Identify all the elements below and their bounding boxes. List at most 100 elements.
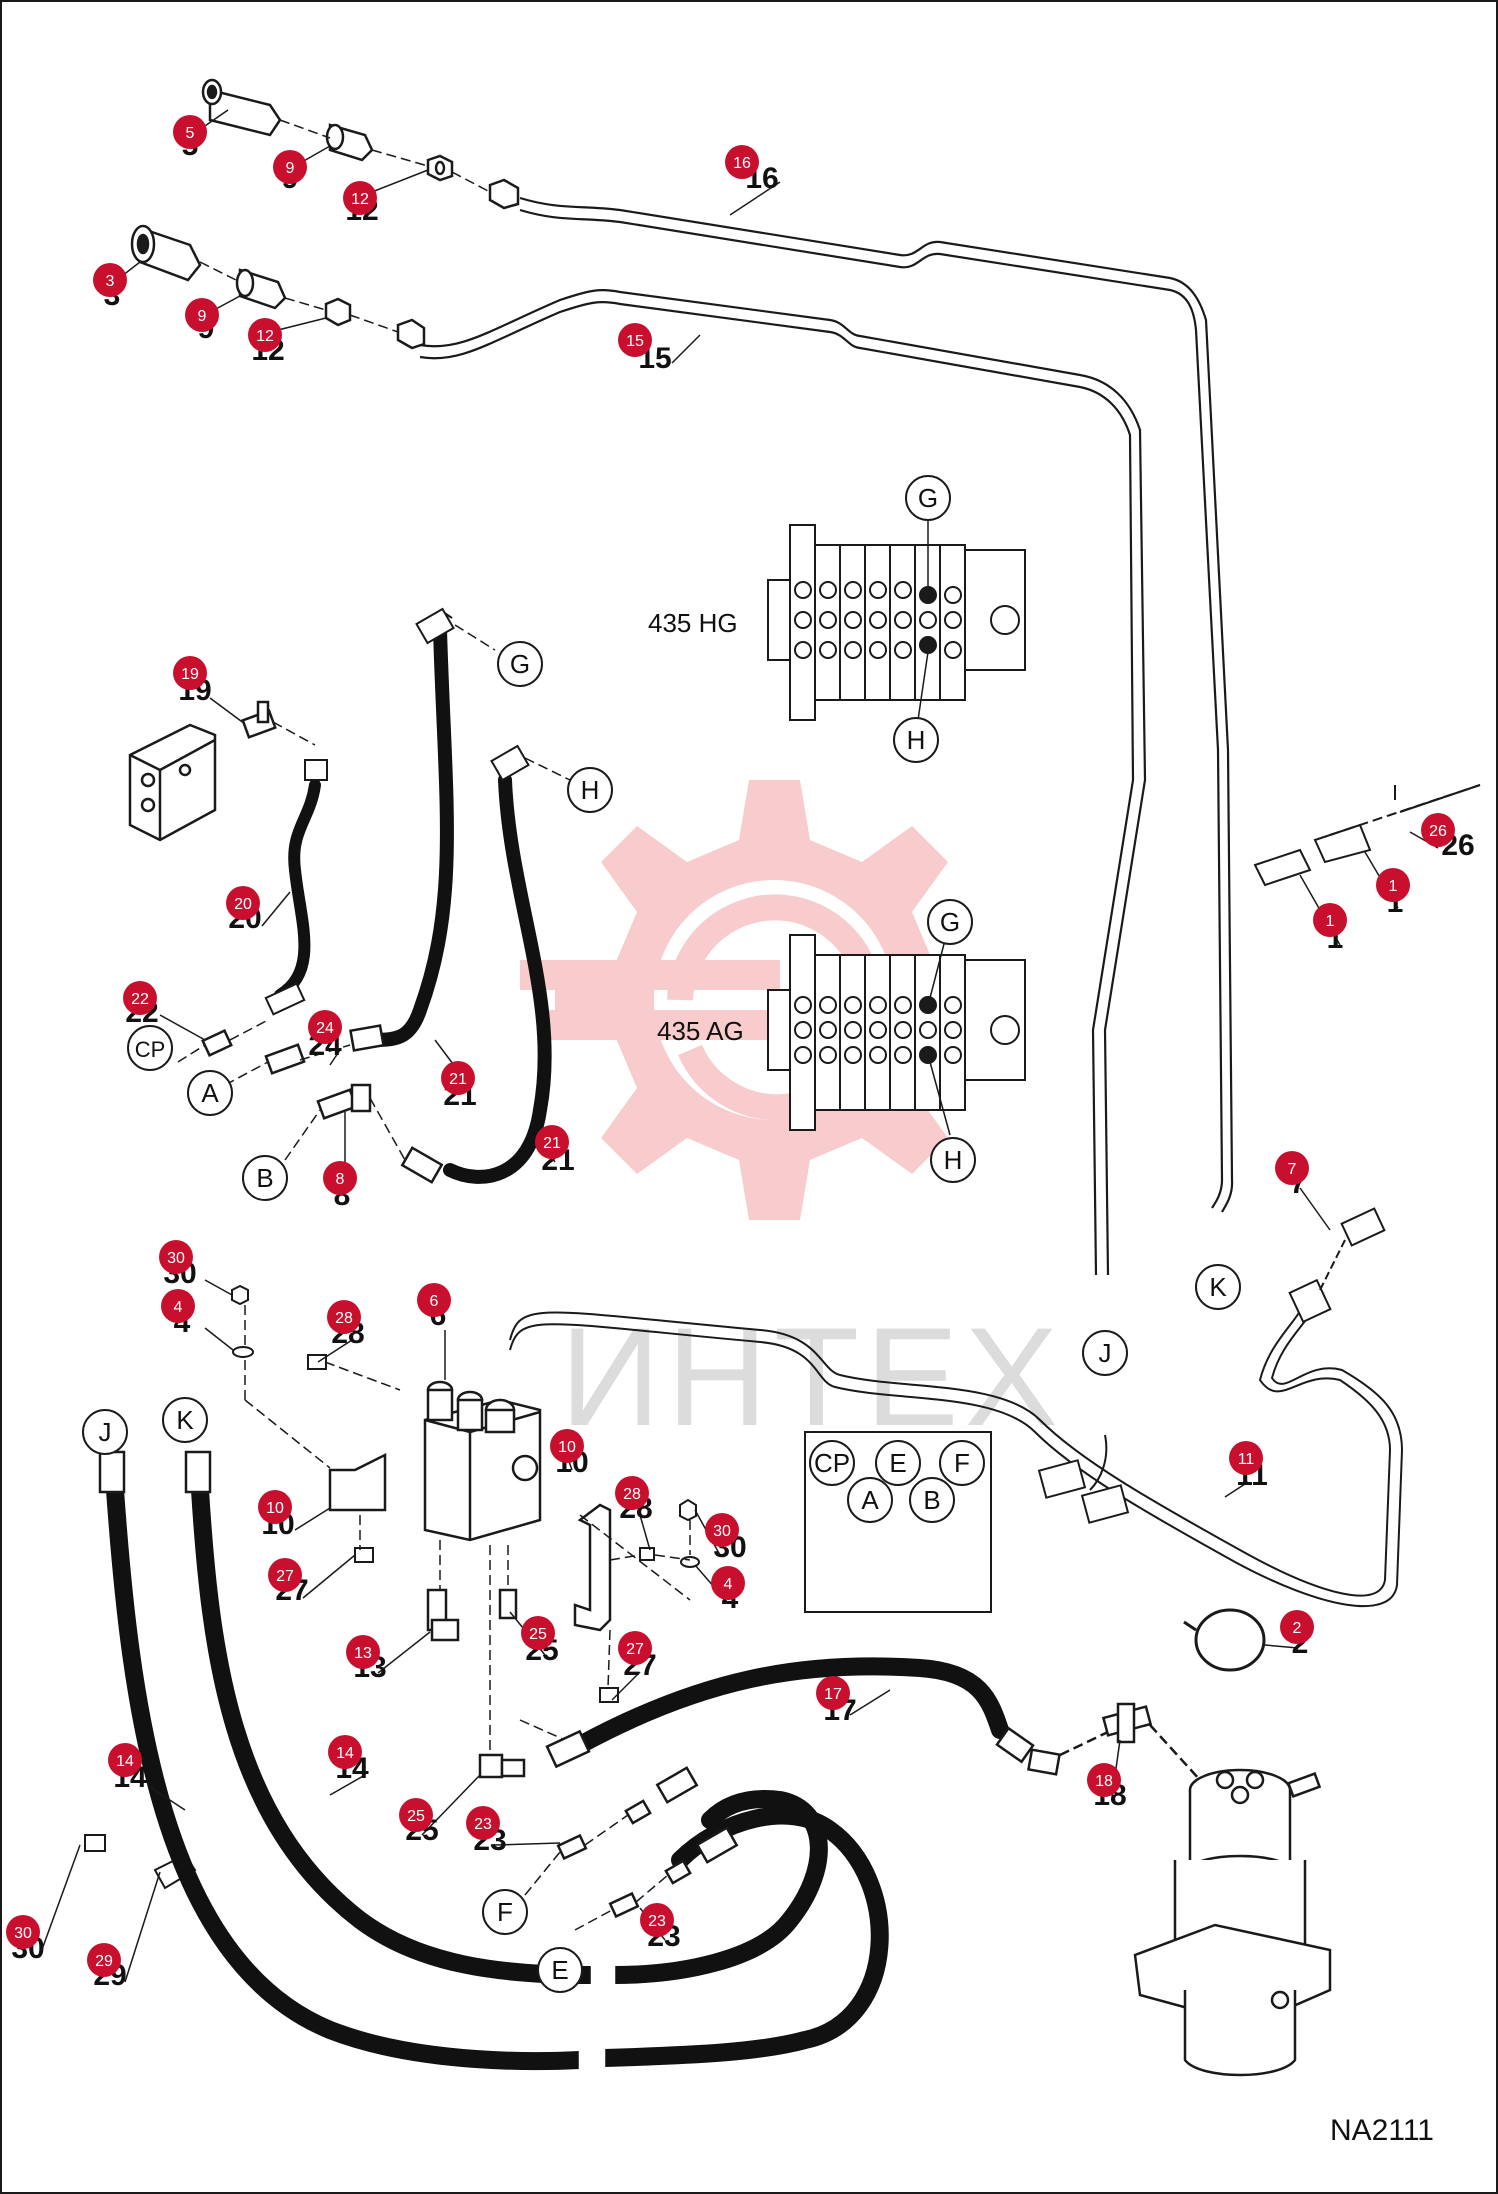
part-badge-number: 21	[449, 1071, 467, 1088]
letter-circle	[1195, 1264, 1241, 1310]
part-badge-number: 19	[181, 666, 199, 683]
nut-12-mid	[324, 297, 352, 327]
part-badge-number: 25	[407, 1808, 425, 1825]
part-badge-number: 30	[167, 1250, 185, 1267]
leader-ef	[524, 1814, 669, 1931]
fitting-24	[264, 1043, 306, 1075]
part-badge	[173, 656, 207, 690]
part-badge	[640, 1903, 674, 1937]
part-badge	[1313, 903, 1347, 937]
letter-text: G	[940, 907, 960, 937]
connection-letter-j: J	[82, 1409, 128, 1455]
part-badge-number: 9	[286, 160, 295, 177]
letter-text: J	[1099, 1338, 1112, 1368]
letter-text: J	[99, 1417, 112, 1447]
letter-circle	[482, 1889, 528, 1935]
part-badge-number: 6	[430, 1293, 439, 1310]
letter-circle	[567, 767, 613, 813]
part-badge	[108, 1743, 142, 1777]
letter-text: B	[256, 1163, 273, 1193]
part-badge	[248, 318, 282, 352]
part-badge-number: 1	[1389, 878, 1398, 895]
part-badge-number: 27	[276, 1568, 294, 1585]
hose-20	[264, 759, 328, 1016]
hose-21-h	[443, 744, 552, 1184]
letter-text: G	[510, 649, 530, 679]
part-badge	[535, 1125, 569, 1159]
part-badge-number: 21	[543, 1135, 561, 1152]
callouts: 5599121216163399121215151919202022222424…	[6, 109, 1475, 1992]
leader-line	[201, 109, 229, 129]
hose-21-g	[363, 607, 455, 1047]
part-badge-number: 30	[713, 1523, 731, 1540]
part-badge-number: 20	[234, 896, 252, 913]
part-badge	[323, 1161, 357, 1195]
connection-letter-g: G	[905, 475, 951, 521]
part-badge-number: 13	[354, 1645, 372, 1662]
part-badge-number: 11	[1238, 1451, 1255, 1468]
leader-lower-left	[177, 721, 406, 1161]
part-badge-number: 27	[626, 1641, 644, 1658]
part-badge-number: 5	[186, 125, 195, 142]
callout-28a: 2828	[317, 1300, 365, 1363]
part-badge-number: 23	[474, 1816, 492, 1833]
leader-line	[329, 1774, 366, 1796]
leader-line	[639, 1514, 651, 1551]
part-badge	[711, 1566, 745, 1600]
letter-text: G	[918, 483, 938, 513]
letter-circle	[1082, 1330, 1128, 1376]
bracket-10-right	[573, 1503, 612, 1632]
part-badge	[273, 150, 307, 184]
leader-line	[302, 1554, 356, 1599]
letter-circle	[537, 1947, 583, 1993]
part-badge-number: 29	[95, 1953, 113, 1970]
part-badge	[327, 1300, 361, 1334]
harness-11	[509, 1299, 1404, 1608]
letter-circle	[242, 1155, 288, 1201]
callout-4b: 44	[694, 1564, 745, 1615]
leader-gh	[454, 624, 571, 781]
fitting-13-25	[426, 1588, 526, 1779]
leader-line	[317, 1339, 353, 1363]
hose-14-k	[191, 1481, 828, 1984]
letter-text: F	[497, 1897, 513, 1927]
part-badge-number: 3	[106, 273, 115, 290]
port-cp: CP	[814, 1448, 850, 1478]
callout-9b: 99	[185, 295, 241, 345]
part-badge-number: 10	[558, 1439, 576, 1456]
part-badge	[417, 1283, 451, 1317]
callout-4a: 44	[161, 1289, 234, 1351]
part-badge	[226, 886, 260, 920]
callout-3: 33	[93, 261, 141, 312]
leader-line	[209, 697, 246, 725]
callout-29: 2929	[87, 1871, 161, 1992]
connection-letter-g: G	[497, 641, 543, 687]
letter-circle	[187, 1070, 233, 1116]
part-badge-number: 23	[648, 1913, 666, 1930]
part-badge	[6, 1915, 40, 1949]
letter-text: H	[581, 775, 600, 805]
valve-bank-435hg	[767, 524, 1026, 721]
letter-circle	[893, 717, 939, 763]
callout-5: 55	[173, 109, 229, 162]
part-badge-number: 18	[1095, 1773, 1113, 1790]
bracket-10-left	[328, 1452, 387, 1512]
letter-circle	[82, 1409, 128, 1455]
connection-letter-f: F	[482, 1889, 528, 1935]
leader-line	[204, 1279, 233, 1296]
part-badge	[268, 1558, 302, 1592]
